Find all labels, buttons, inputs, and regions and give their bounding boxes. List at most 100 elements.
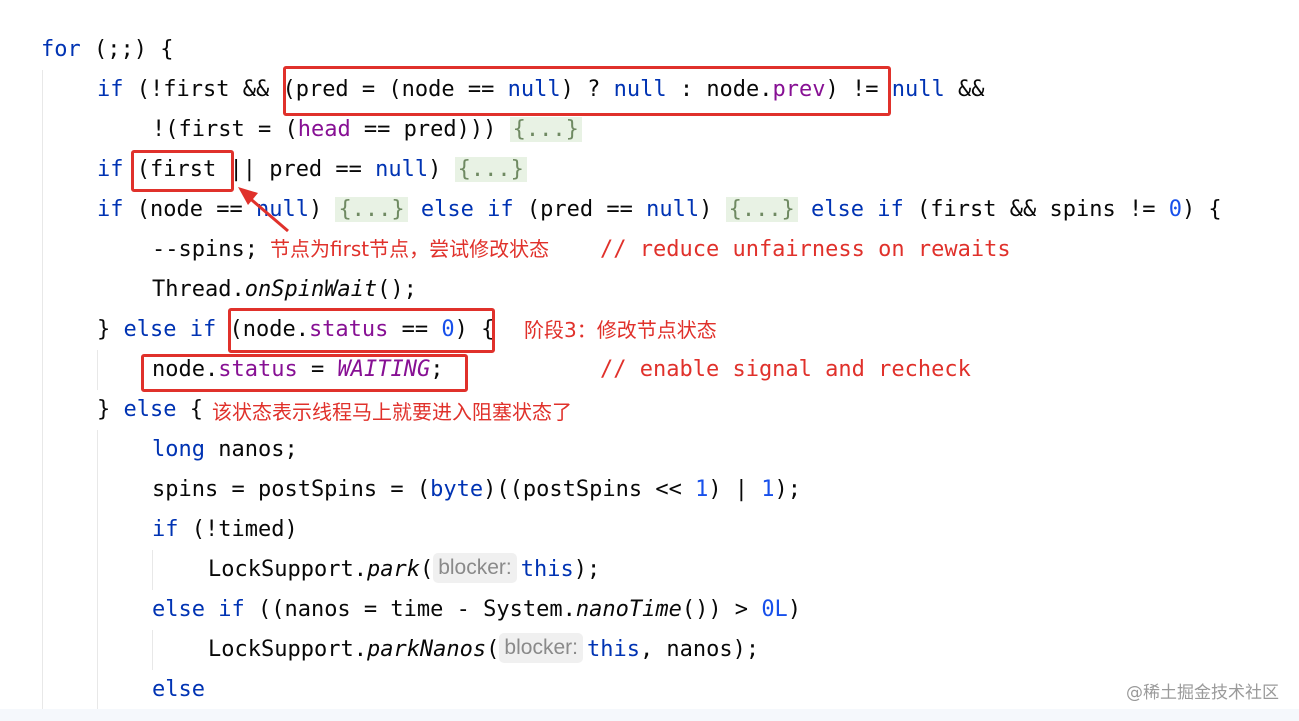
code-text: (!timed) xyxy=(178,517,298,542)
code-text: (first xyxy=(123,157,217,182)
number-literal: 0 xyxy=(1168,197,1182,222)
code-text: node. xyxy=(152,357,219,382)
code-text: ) xyxy=(454,317,468,342)
field-name: head xyxy=(297,117,351,142)
code-text: ( xyxy=(419,557,434,582)
field-name: prev xyxy=(772,77,826,102)
code-text: (pred == xyxy=(513,197,647,222)
code-text: ) xyxy=(428,157,455,182)
constant-name: WAITING xyxy=(337,357,431,382)
keyword: else xyxy=(123,397,177,422)
code-text: == pred))) xyxy=(350,117,510,142)
number-literal: 1 xyxy=(695,477,709,502)
code-line-16[interactable]: LockSupport.parkNanos(blocker:this, nano… xyxy=(208,630,759,670)
field-name: status xyxy=(308,317,389,342)
code-text: , nanos); xyxy=(639,637,760,662)
code-text: (node == xyxy=(123,197,256,222)
folded-block[interactable]: {...} xyxy=(509,117,582,142)
field-name: status xyxy=(218,357,298,382)
keyword: else if xyxy=(797,197,904,222)
code-line-2[interactable]: if (!first && (pred = (node == null) ? n… xyxy=(97,70,985,110)
code-line-6[interactable]: --spins; xyxy=(152,230,258,270)
indent-guide xyxy=(97,350,98,390)
code-text: (); xyxy=(377,277,417,302)
highlight-box-pred-expression xyxy=(283,66,891,116)
code-text: ( xyxy=(486,637,500,662)
method-name: onSpinWait xyxy=(244,277,378,302)
code-text: spins = postSpins = ( xyxy=(152,477,431,502)
code-line-15[interactable]: else if ((nanos = time - System.nanoTime… xyxy=(152,590,801,630)
highlight-box-first xyxy=(131,150,234,192)
code-line-9[interactable]: node.status = WAITING; xyxy=(152,350,443,390)
code-text: (pred = (node == xyxy=(282,77,508,102)
code-line-7[interactable]: Thread.onSpinWait(); xyxy=(152,270,417,310)
code-text: ) xyxy=(308,197,336,222)
code-text: = xyxy=(297,357,338,382)
code-text: ) { xyxy=(1181,197,1222,222)
code-text: (first && spins != xyxy=(903,197,1169,222)
code-text: ) ? xyxy=(560,77,614,102)
annotation-blocking: 该状态表示线程马上就要进入阻塞状态了 xyxy=(212,400,572,424)
code-line-1[interactable]: for (;;) { xyxy=(41,30,173,70)
annotation-arrow xyxy=(238,187,289,233)
keyword: null xyxy=(507,77,561,102)
code-line-11[interactable]: long nanos; xyxy=(152,430,298,470)
indent-guide xyxy=(97,430,98,721)
code-text: nanos; xyxy=(204,437,298,462)
parameter-hint: blocker: xyxy=(433,553,517,583)
code-text: ) | xyxy=(708,477,762,502)
code-comment: // reduce unfairness on rewaits xyxy=(600,237,1011,262)
code-text: LockSupport. xyxy=(208,637,367,662)
method-name: nanoTime xyxy=(575,597,682,622)
keyword: if xyxy=(97,157,124,182)
code-text: ) xyxy=(787,597,802,622)
code-text: : node. xyxy=(666,77,773,102)
code-text: Thread. xyxy=(152,277,245,302)
code-text: ; xyxy=(430,357,444,382)
keyword: for xyxy=(41,37,81,62)
code-text: )((postSpins << xyxy=(483,477,696,502)
keyword: long xyxy=(152,437,205,462)
code-line-12[interactable]: spins = postSpins = (byte)((postSpins <<… xyxy=(152,470,801,510)
highlight-box-status-condition xyxy=(228,308,495,353)
code-line-17[interactable]: else xyxy=(152,670,205,710)
code-text: ); xyxy=(573,557,601,582)
watermark: @稀土掘金技术社区 xyxy=(1126,683,1279,703)
code-text: != xyxy=(838,77,892,102)
code-text: } xyxy=(97,397,124,422)
keyword: if xyxy=(97,197,124,222)
code-comment: // enable signal and recheck xyxy=(600,357,971,382)
highlight-box-waiting-assign xyxy=(141,354,468,392)
code-text: (node. xyxy=(216,317,309,342)
code-text: (!first && xyxy=(123,77,283,102)
code-text: && xyxy=(944,77,985,102)
code-text: } xyxy=(97,317,124,342)
folded-block[interactable]: {...} xyxy=(335,197,408,222)
keyword: this xyxy=(586,637,640,662)
folded-block[interactable]: {...} xyxy=(454,157,527,182)
code-line-10[interactable]: } else { xyxy=(97,390,203,430)
code-text: (;;) { xyxy=(80,37,174,62)
code-line-4[interactable]: if (first || pred == null) {...} xyxy=(97,150,527,190)
code-line-5[interactable]: if (node == null) {...} else if (pred ==… xyxy=(97,190,1222,230)
keyword: else if xyxy=(407,197,514,222)
code-text: ); xyxy=(774,477,802,502)
keyword: null xyxy=(891,77,945,102)
folded-block[interactable]: {...} xyxy=(725,197,798,222)
method-name: park xyxy=(366,557,420,582)
code-text: { xyxy=(467,317,495,342)
code-text: || pred == xyxy=(216,157,376,182)
code-line-14[interactable]: LockSupport.park(blocker:this); xyxy=(208,550,600,590)
indent-guide xyxy=(152,550,153,590)
code-line-13[interactable]: if (!timed) xyxy=(152,510,298,550)
code-text: ) xyxy=(825,77,839,102)
method-name: parkNanos xyxy=(366,637,487,662)
code-text: ()) > xyxy=(681,597,762,622)
keyword: else xyxy=(152,677,205,702)
code-line-8[interactable]: } else if (node.status == 0) { xyxy=(97,310,494,350)
keyword: null xyxy=(613,77,667,102)
keyword: null xyxy=(646,197,700,222)
code-line-3[interactable]: !(first = (head == pred))) {...} xyxy=(152,110,582,150)
code-text: !(first = ( xyxy=(152,117,298,142)
